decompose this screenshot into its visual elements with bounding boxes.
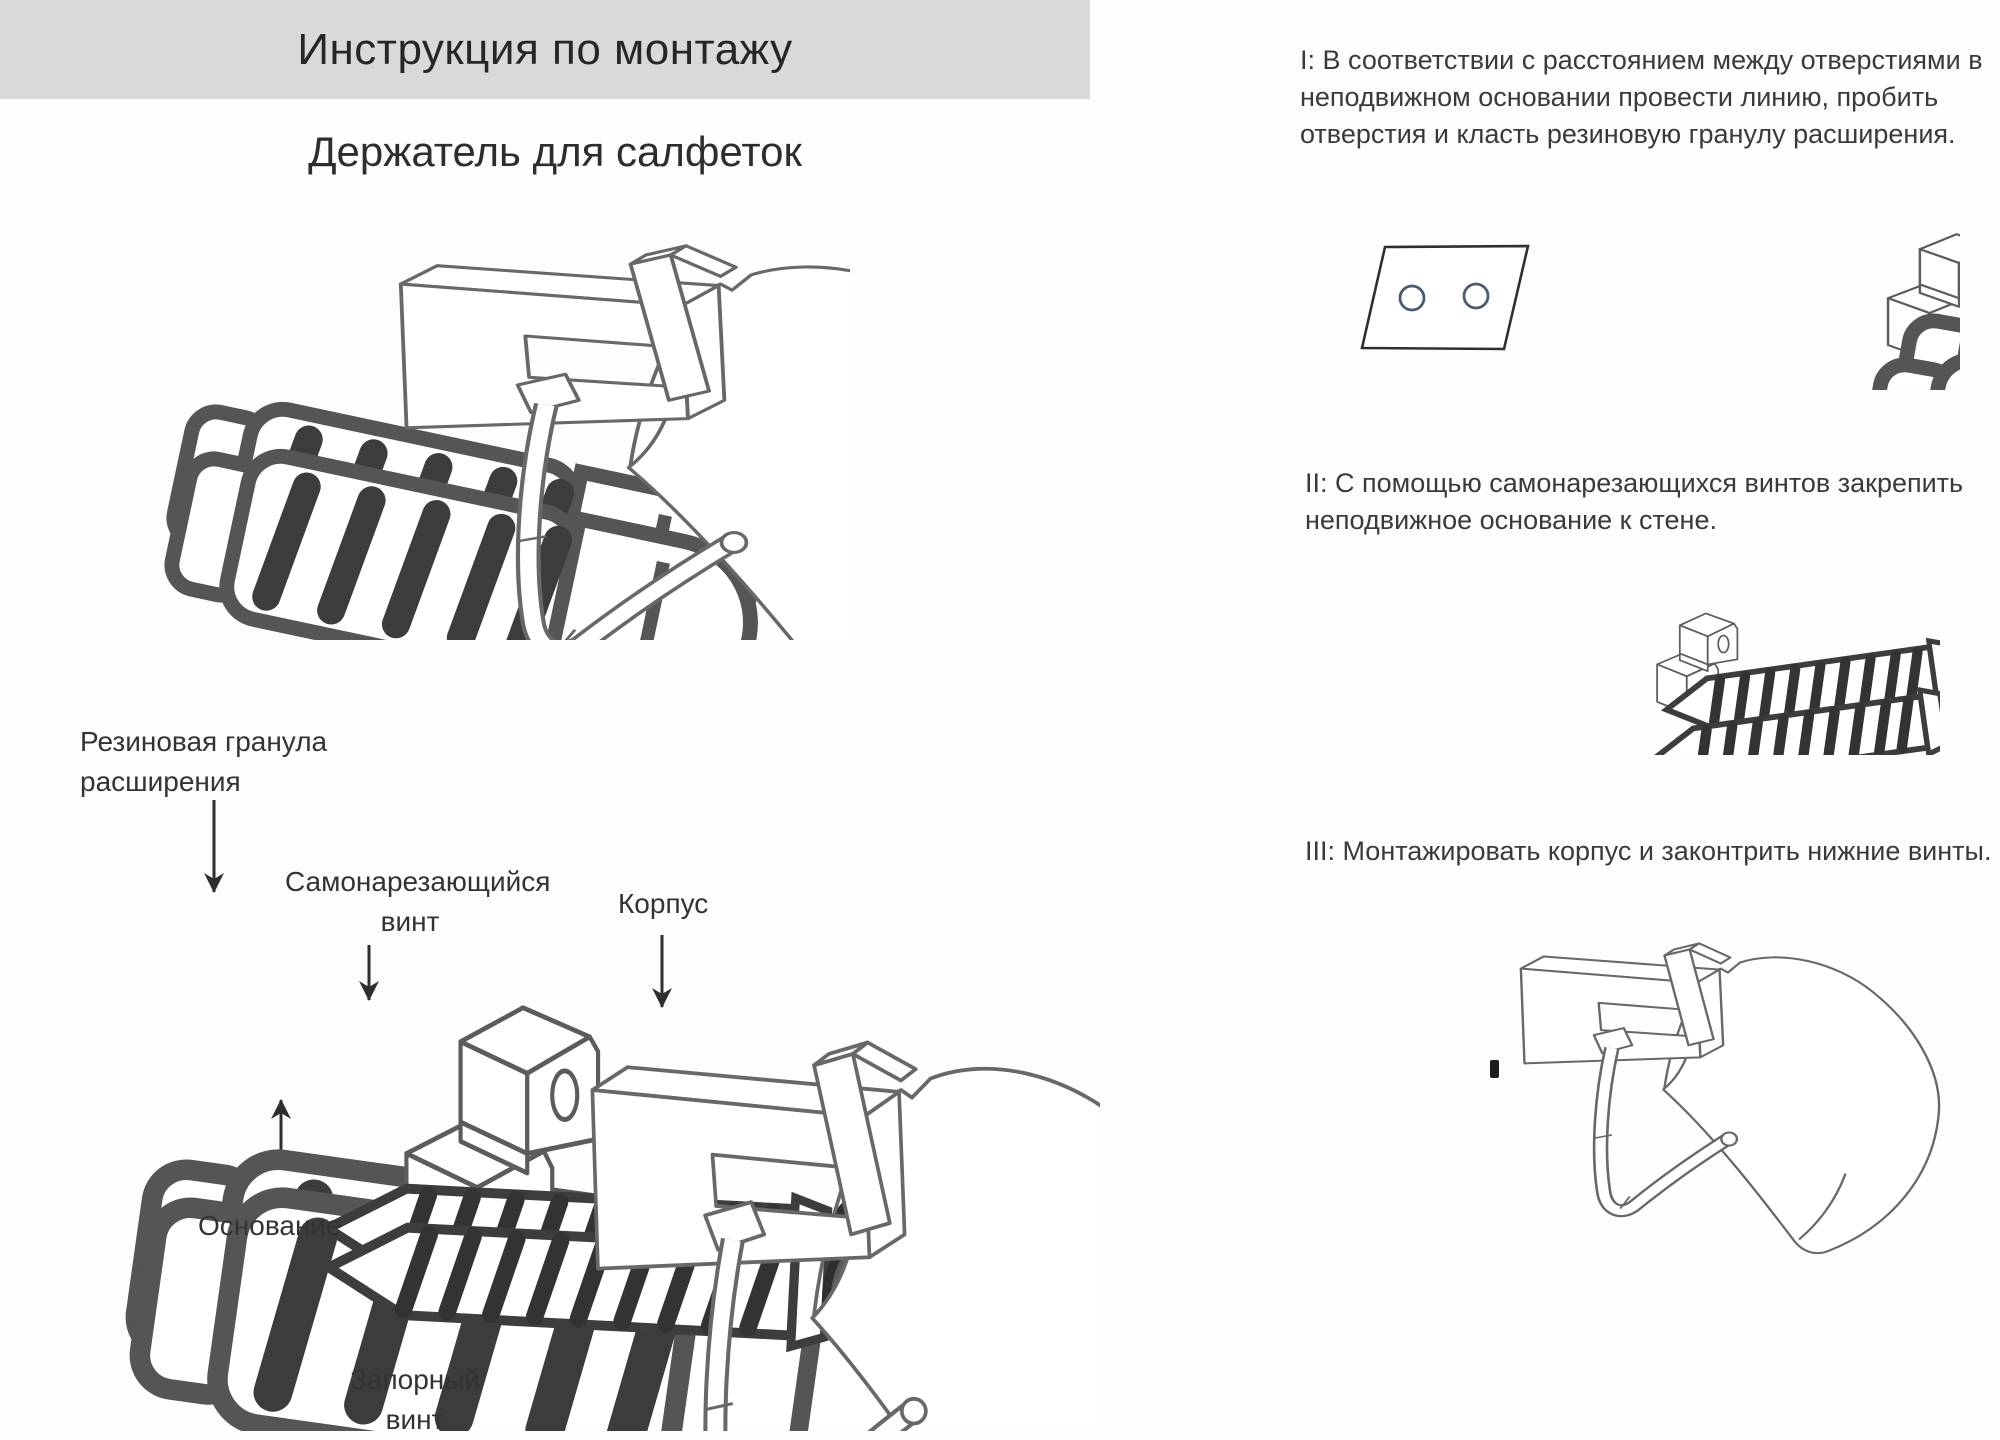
label-self-tapping-screw: Самонарезающийся винт <box>285 866 551 937</box>
step-2-instruction: II: С помощью самонарезающихся винтов за… <box>1305 468 1964 535</box>
label-body: Корпус <box>618 888 709 919</box>
drilling-template-drawing <box>1360 244 1530 351</box>
step-1-illustration <box>1360 233 1960 390</box>
exploded-diagram <box>126 800 1100 1431</box>
step-2-illustration <box>1644 612 1940 755</box>
step-3-illustration <box>1490 900 1960 1310</box>
locking-screw-icon <box>1490 1060 1499 1078</box>
title-banner: Инструкция по монтажу <box>0 0 1090 99</box>
holder-body-drawing <box>1521 943 1939 1253</box>
hole-mark <box>1462 282 1490 310</box>
page-title: Инструкция по монтажу <box>297 24 793 74</box>
step-1-instruction: I: В соответствии с расстоянием между от… <box>1300 45 1983 149</box>
step-3-instruction: III: Монтажировать корпус и законтрить н… <box>1305 836 1992 866</box>
label-expansion-plug: Резиновая гранула расширения <box>80 726 328 797</box>
product-title: Держатель для салфеток <box>308 128 802 175</box>
hole-mark <box>1398 284 1426 312</box>
label-base: Основание <box>198 1210 342 1241</box>
product-illustration <box>162 180 850 640</box>
label-locking-screw: Запорный винт <box>350 1364 481 1435</box>
